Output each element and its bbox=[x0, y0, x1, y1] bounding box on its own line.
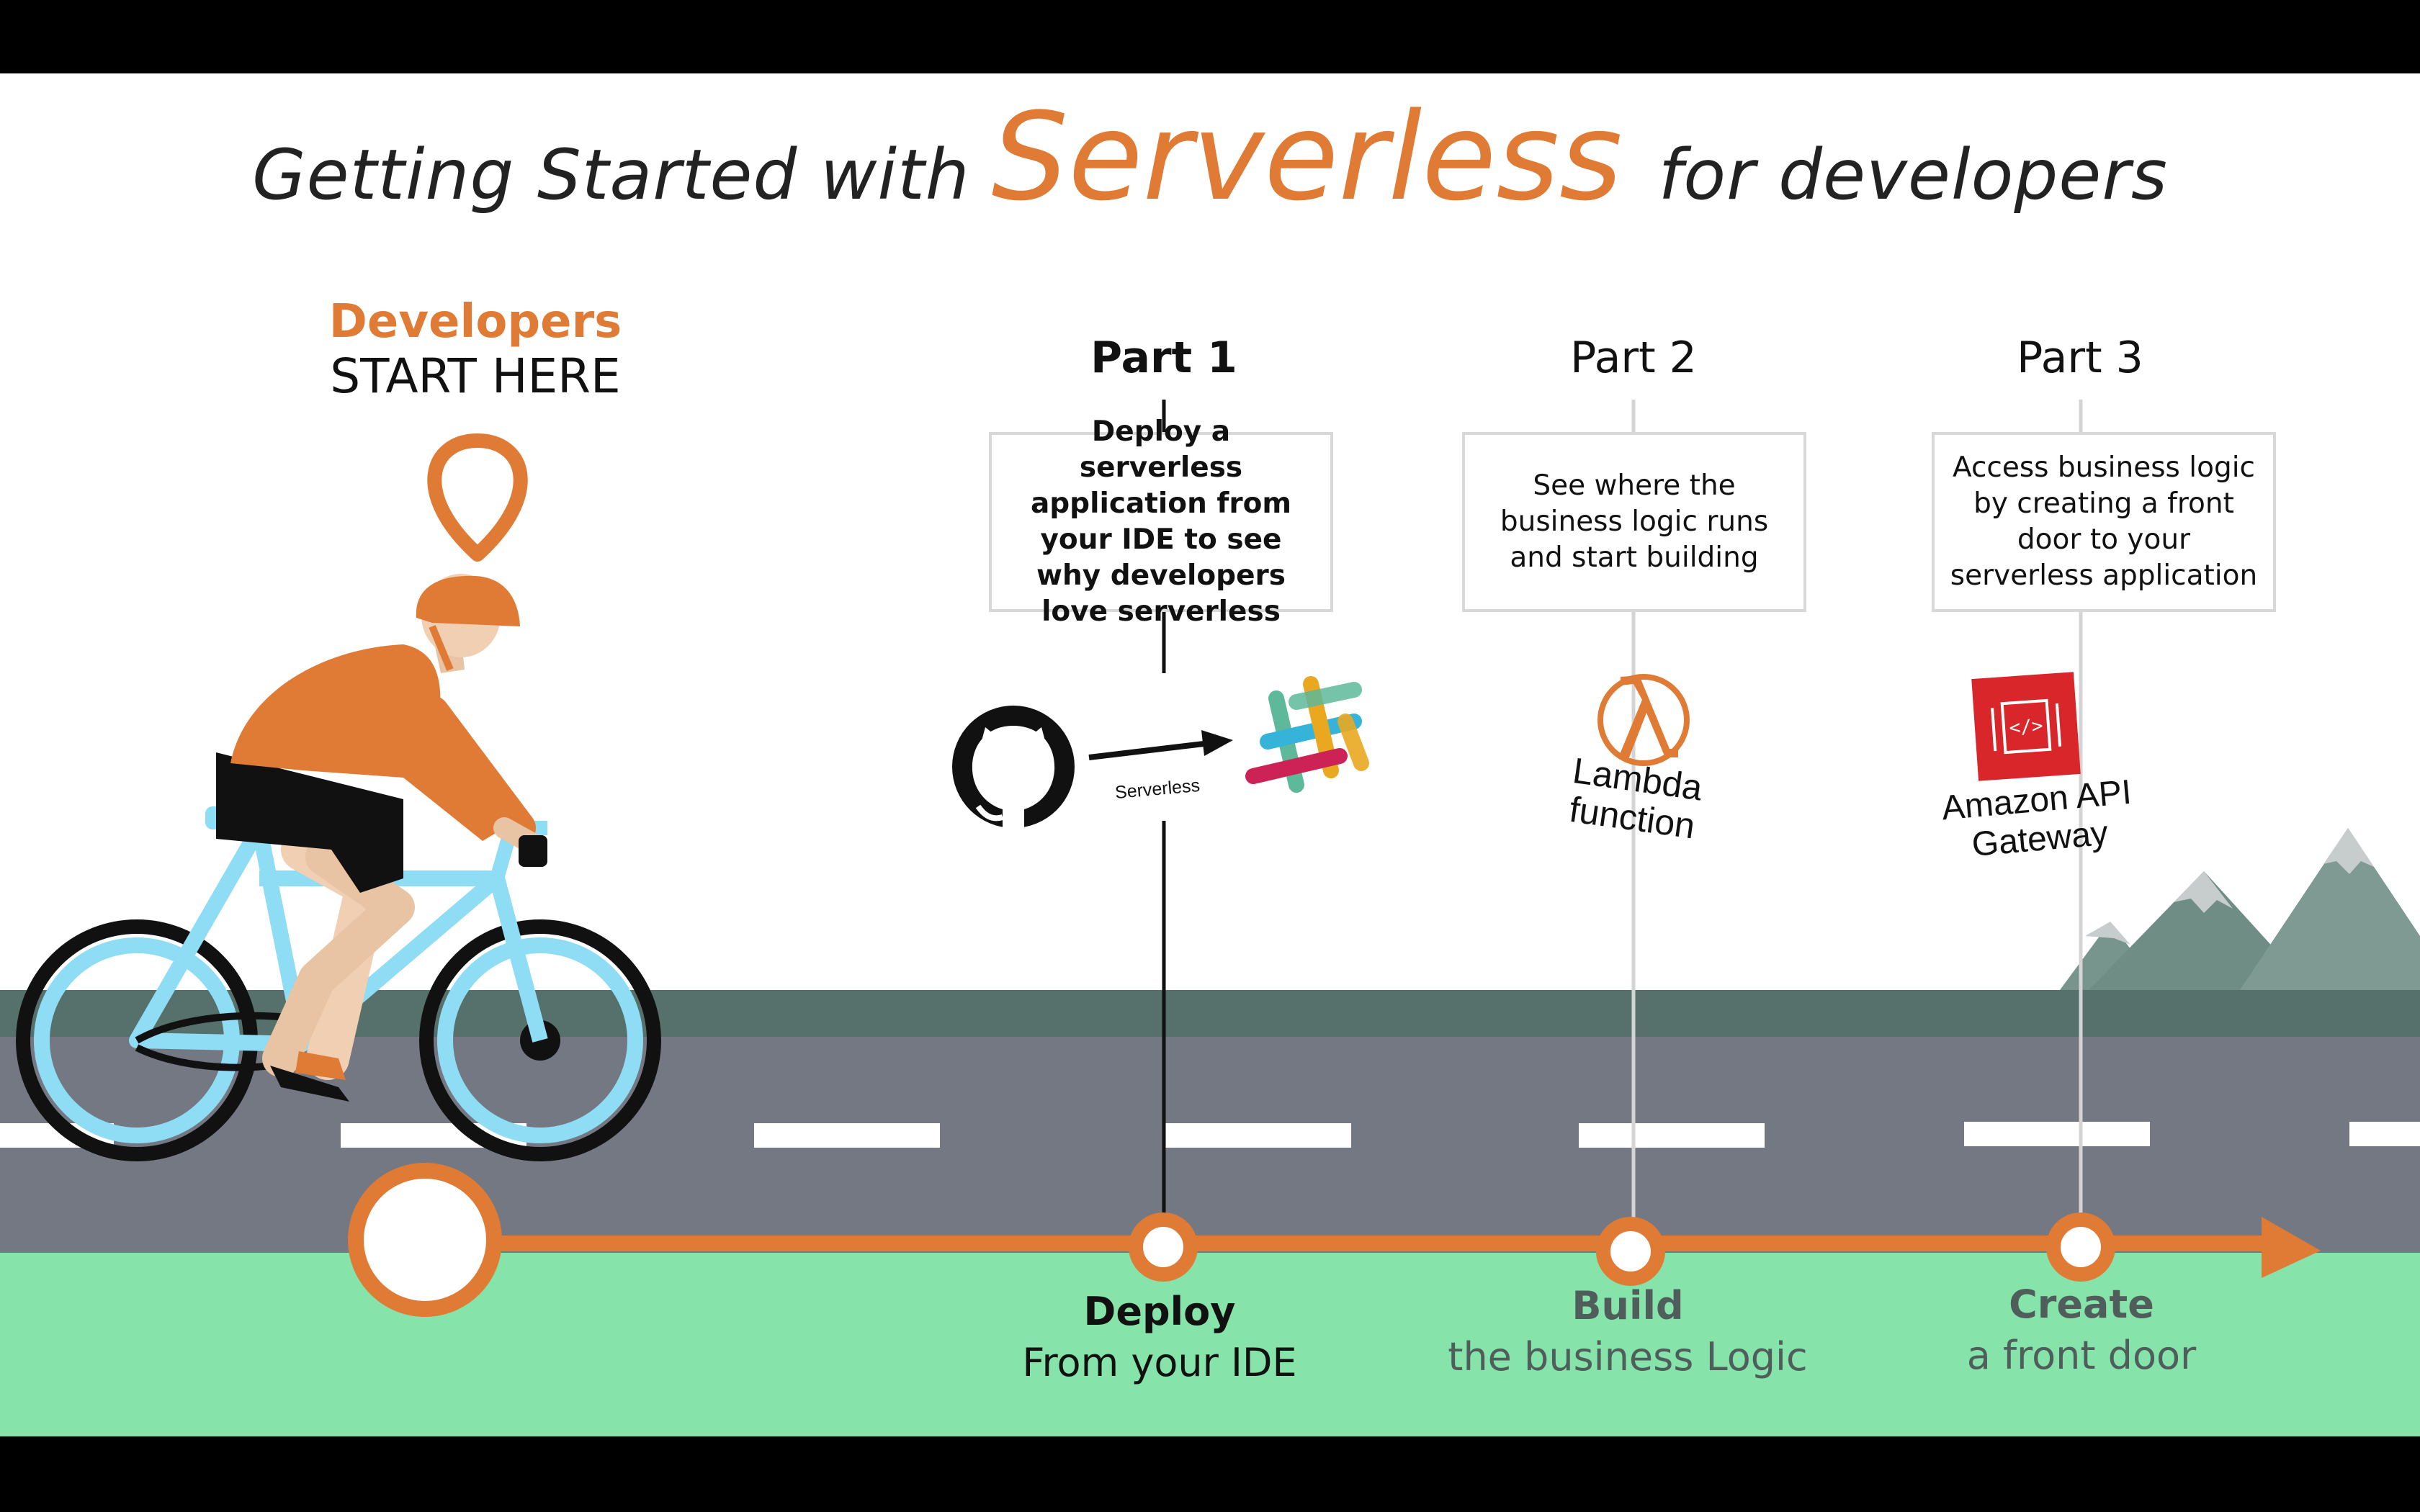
slack-icon bbox=[1245, 676, 1369, 793]
start-callout: Developers START HERE bbox=[310, 295, 641, 404]
part3-description: Access business logic by creating a fron… bbox=[1932, 432, 2276, 612]
milestone-deploy-subtitle: From your IDE bbox=[1022, 1340, 1297, 1385]
part3-heading: Part 3 bbox=[2017, 333, 2143, 383]
start-line2: START HERE bbox=[330, 348, 621, 404]
milestone-build-subtitle: the business Logic bbox=[1448, 1334, 1808, 1380]
deploy-arrowhead bbox=[1201, 730, 1233, 756]
api-gateway-icon: </> bbox=[1971, 672, 2081, 781]
milestone-build-title: Build bbox=[1572, 1283, 1684, 1328]
top-bar bbox=[0, 0, 2420, 73]
title-suffix: for developers bbox=[1658, 135, 2168, 215]
page-title: Getting Started with Serverless for develo… bbox=[0, 86, 2420, 228]
bottom-bar bbox=[0, 1436, 2420, 1512]
milestone-deploy-title: Deploy bbox=[1083, 1289, 1236, 1334]
milestone-node-deploy bbox=[1129, 1212, 1198, 1282]
github-icon bbox=[952, 706, 1075, 828]
milestone-create: Create a front door bbox=[1865, 1282, 2298, 1378]
part2-heading: Part 2 bbox=[1570, 333, 1697, 383]
timeline-start-node bbox=[348, 1163, 502, 1317]
milestone-create-title: Create bbox=[2009, 1282, 2154, 1327]
deploy-arrow bbox=[1088, 740, 1211, 760]
mountains bbox=[2060, 828, 2420, 990]
lambda-icon bbox=[1597, 674, 1690, 766]
part1-heading: Part 1 bbox=[1090, 333, 1237, 383]
lane-markings bbox=[0, 1122, 2420, 1148]
milestone-build: Build the business Logic bbox=[1412, 1283, 1844, 1380]
title-prefix: Getting Started with bbox=[252, 135, 970, 215]
milestone-node-build bbox=[1596, 1217, 1665, 1286]
cyclist-illustration bbox=[16, 574, 661, 1161]
road-shoulder bbox=[0, 990, 2420, 1037]
start-line1: Developers bbox=[328, 295, 622, 348]
svg-text:</>: </> bbox=[2009, 715, 2044, 739]
timeline-arrowhead bbox=[2262, 1217, 2321, 1278]
map-pin-icon bbox=[427, 433, 528, 562]
title-highlight: Serverless bbox=[991, 86, 1623, 228]
milestone-deploy: Deploy From your IDE bbox=[944, 1289, 1376, 1385]
part2-description: See where the business logic runs and st… bbox=[1462, 432, 1806, 612]
part1-description: Deploy a serverless application from you… bbox=[989, 415, 1333, 628]
milestone-create-subtitle: a front door bbox=[1966, 1333, 2197, 1378]
milestone-node-create bbox=[2046, 1212, 2115, 1282]
